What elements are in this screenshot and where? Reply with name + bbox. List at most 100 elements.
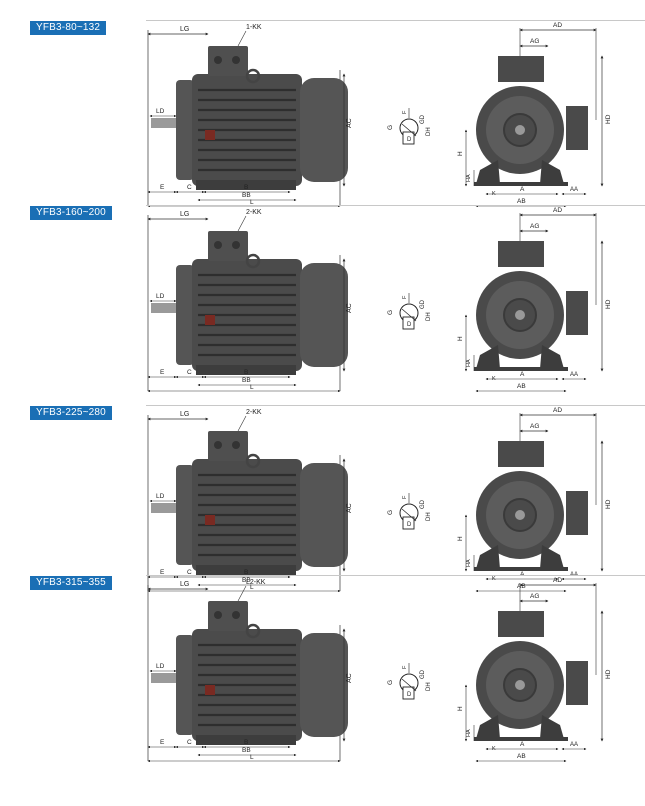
ha-label: HA [466, 559, 472, 567]
f-label: F [402, 295, 408, 299]
d-label: D [407, 322, 412, 328]
ld-label: LD [156, 493, 165, 500]
ag-label: AG [530, 423, 539, 430]
side-view: LG L2-KK [147, 579, 353, 763]
ac-label: AC [346, 503, 353, 513]
dimension-drawing: LG 2-KK [147, 207, 612, 393]
aa-label: AA [570, 187, 578, 193]
ac-label: AC [346, 303, 353, 313]
feet-shape [196, 365, 296, 375]
a-label: A [520, 371, 525, 378]
nameplate-shape [205, 130, 215, 140]
shaft-detail: D G F GD DH [387, 663, 432, 700]
section-divider [146, 405, 645, 406]
d-label: D [407, 137, 412, 143]
front-side-box-shape [566, 661, 588, 705]
lg-label: LG [180, 411, 189, 418]
l-label: L [250, 754, 254, 761]
nameplate-shape [205, 315, 215, 325]
g-label: G [387, 310, 394, 315]
c-label: C [187, 184, 192, 191]
bb-label: BB [242, 747, 251, 754]
c-label: C [187, 369, 192, 376]
terminal-label: L2-KK [246, 579, 266, 586]
ad-label: AD [553, 22, 562, 29]
end-shield-shape [176, 80, 194, 180]
lifting-eye-shape [245, 68, 261, 84]
f-label: F [402, 495, 408, 499]
side-view: LG 2-KK [147, 209, 353, 393]
d-label: D [407, 522, 412, 528]
a-label: A [520, 741, 525, 748]
c-label: C [187, 739, 192, 746]
f-label: F [402, 665, 408, 669]
lifting-eye-shape [245, 453, 261, 469]
front-side-box-shape [566, 491, 588, 535]
front-view: AD AG HD [457, 22, 612, 208]
terminal-box-shape [208, 46, 248, 76]
section-divider [146, 205, 645, 206]
terminal-label: 1-KK [246, 24, 262, 31]
terminal-label: 2-KK [246, 209, 262, 216]
front-view: AD AG HD [457, 207, 612, 393]
front-view: AD AG HD [457, 577, 612, 763]
feet-shape [196, 180, 296, 190]
model-tag: YFB3-225~280 [30, 406, 112, 420]
front-view: AD AG HD [457, 407, 612, 593]
ac-label: AC [346, 118, 353, 128]
nameplate-shape [205, 685, 215, 695]
fan-cover-shape [300, 463, 348, 567]
dh-label: DH [426, 682, 432, 691]
gd-label: GD [420, 499, 426, 509]
lifting-eye-shape [245, 253, 261, 269]
b-label: B [244, 569, 248, 576]
aa-label: AA [570, 372, 578, 378]
f-label: F [402, 110, 408, 114]
lg-label: LG [180, 211, 189, 218]
ag-label: AG [530, 593, 539, 600]
end-shield-shape [176, 265, 194, 365]
terminal-box-shape [208, 431, 248, 461]
shaft-shape [151, 303, 179, 313]
ag-label: AG [530, 38, 539, 45]
l-label: L [250, 199, 254, 206]
ha-label: HA [466, 359, 472, 367]
motor-section-4: YFB3-315~355 LG L2-KK [0, 575, 645, 770]
d-label: D [407, 692, 412, 698]
model-tag: YFB3-80~132 [30, 21, 107, 35]
l-label: L [250, 384, 254, 391]
terminal-label: 2-KK [246, 409, 262, 416]
ad-label: AD [553, 207, 562, 214]
feet-shape [196, 565, 296, 575]
ac-label: AC [346, 673, 353, 683]
ha-label: HA [466, 729, 472, 737]
dimension-drawing: LG L2-KK [147, 577, 612, 763]
hd-label: HD [605, 114, 612, 124]
ag-label: AG [530, 223, 539, 230]
terminal-box-shape [208, 601, 248, 631]
h-label: H [457, 536, 464, 541]
b-label: B [244, 184, 248, 191]
front-side-box-shape [566, 106, 588, 150]
a-label: A [520, 186, 525, 193]
end-shield-shape [176, 635, 194, 735]
l-label: L [250, 584, 254, 591]
c-label: C [187, 569, 192, 576]
e-label: E [160, 184, 165, 191]
bb-label: BB [242, 192, 251, 199]
motor-section-3: YFB3-225~280 LG 2-KK [0, 405, 645, 600]
fan-cover-shape [300, 633, 348, 737]
dh-label: DH [426, 512, 432, 521]
b-label: B [244, 739, 248, 746]
shaft-detail: D G F GD DH [387, 108, 432, 145]
ld-label: LD [156, 108, 165, 115]
gd-label: GD [420, 299, 426, 309]
e-label: E [160, 369, 165, 376]
ab-label: AB [517, 753, 526, 760]
dh-label: DH [426, 127, 432, 136]
shaft-shape [151, 118, 179, 128]
front-terminal-box-shape [498, 441, 544, 467]
model-tag: YFB3-160~200 [30, 206, 112, 220]
dimension-drawing: LG 1-KK [147, 22, 612, 208]
h-label: H [457, 151, 464, 156]
